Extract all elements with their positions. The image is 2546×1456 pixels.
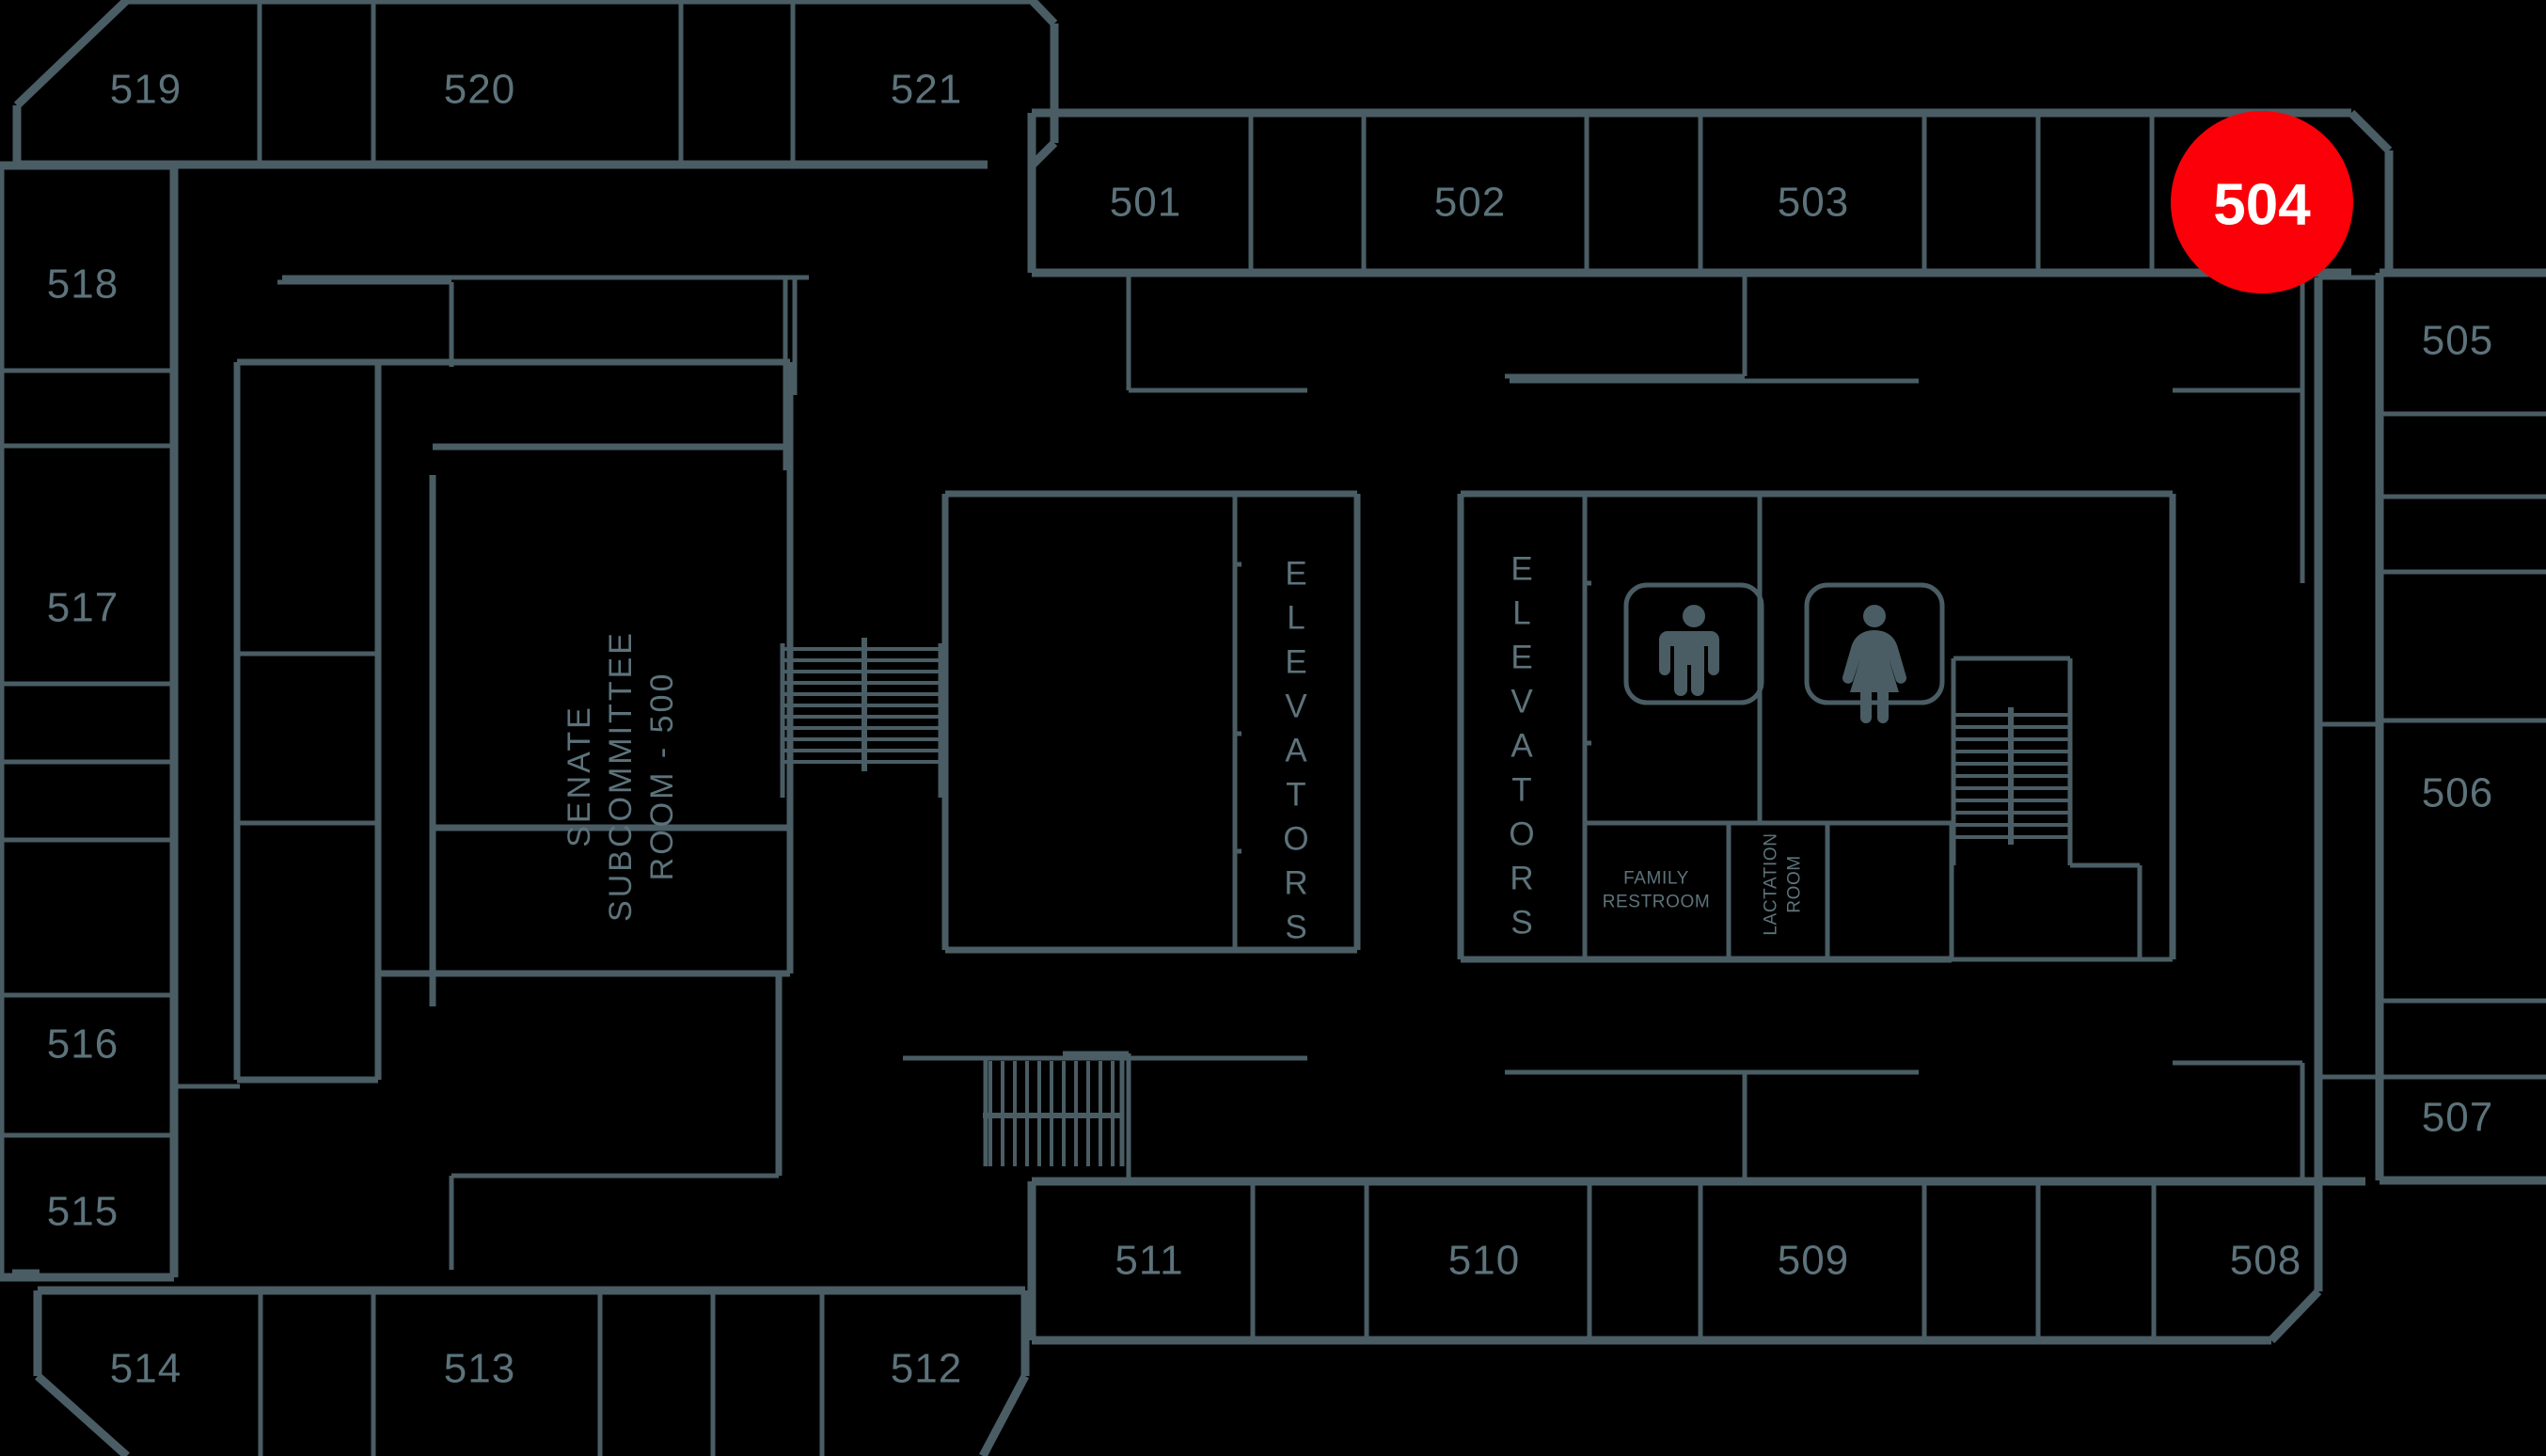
top-left-wing-walls bbox=[12, 0, 1059, 169]
lower-corridor-wall-stubs bbox=[174, 1051, 2305, 1181]
room-label-521: 521 bbox=[891, 67, 962, 113]
room-label-517: 517 bbox=[47, 585, 119, 631]
elevators-left-letter-2: E bbox=[1285, 644, 1306, 681]
right-wing-walls bbox=[2314, 268, 2546, 1185]
family-restroom-line-1: FAMILY bbox=[1623, 869, 1689, 889]
senate-label-line-2: SUBCOMMITTEE bbox=[603, 630, 639, 922]
room-label-512: 512 bbox=[891, 1346, 962, 1392]
room-label-511: 511 bbox=[1115, 1238, 1183, 1284]
room-label-509: 509 bbox=[1778, 1238, 1849, 1284]
senate-label-line-1: SENATE bbox=[561, 704, 597, 847]
room-label-513: 513 bbox=[444, 1346, 515, 1392]
room-label-507: 507 bbox=[2422, 1095, 2493, 1141]
bottom-right-wing-walls bbox=[1027, 1177, 2365, 1345]
room-label-502: 502 bbox=[1434, 180, 1506, 226]
elevators-right-letter-3: V bbox=[1510, 684, 1533, 720]
elevators-right-letter-6: O bbox=[1509, 816, 1534, 853]
elevators-right-label: E L E V A T O R S bbox=[1509, 551, 1534, 942]
top-right-wing-walls bbox=[1027, 108, 2394, 277]
elevators-left-letter-7: R bbox=[1284, 865, 1307, 902]
room-label-505: 505 bbox=[2422, 318, 2493, 364]
stair-bottom bbox=[983, 1057, 1125, 1166]
elevators-left-letter-5: T bbox=[1286, 777, 1305, 814]
stair-right bbox=[1951, 656, 2143, 959]
elevators-left-letter-4: A bbox=[1285, 733, 1307, 769]
room-label-516: 516 bbox=[47, 1021, 119, 1068]
room-label-506: 506 bbox=[2422, 770, 2493, 816]
elevators-right-letter-0: E bbox=[1510, 551, 1532, 588]
room-label-514: 514 bbox=[110, 1346, 182, 1392]
mens-restroom-icon bbox=[1623, 582, 1764, 705]
elevators-left-letter-1: L bbox=[1287, 600, 1305, 637]
elevators-right-letter-2: E bbox=[1510, 640, 1532, 676]
elevators-right-letter-5: T bbox=[1511, 772, 1531, 809]
senate-subcommittee-room-label: SENATE SUBCOMMITTEE ROOM - 500 bbox=[561, 630, 680, 922]
room-label-519: 519 bbox=[110, 67, 182, 113]
elevators-left-letter-3: V bbox=[1285, 688, 1307, 725]
room-number-labels: 519 520 521 501 502 503 518 517 516 515 … bbox=[47, 67, 2493, 1392]
womens-restroom-icon bbox=[1804, 582, 1945, 723]
stair-senate bbox=[780, 638, 943, 798]
left-elevator-core bbox=[941, 490, 1361, 954]
room-label-501: 501 bbox=[1110, 180, 1181, 226]
room-label-515: 515 bbox=[47, 1189, 119, 1235]
elevators-left-letter-8: S bbox=[1285, 910, 1306, 946]
room-label-510: 510 bbox=[1448, 1238, 1520, 1284]
senate-label-line-3: ROOM - 500 bbox=[644, 672, 680, 881]
room-label-508: 508 bbox=[2230, 1238, 2301, 1284]
elevators-right-letter-1: L bbox=[1512, 595, 1530, 632]
family-restroom-line-2: RESTROOM bbox=[1603, 893, 1711, 912]
highlight-circle[interactable] bbox=[2171, 111, 2353, 293]
family-restroom-label: FAMILY RESTROOM bbox=[1603, 869, 1711, 912]
elevators-right-letter-7: R bbox=[1510, 861, 1533, 897]
left-wing-walls bbox=[0, 161, 179, 1282]
room-label-503: 503 bbox=[1778, 180, 1849, 226]
lactation-room-line-1: LACTATION bbox=[1762, 832, 1781, 935]
elevators-left-letter-6: O bbox=[1283, 821, 1308, 858]
lactation-room-line-2: ROOM bbox=[1785, 855, 1805, 913]
elevators-right-letter-8: S bbox=[1510, 905, 1532, 942]
room-label-520: 520 bbox=[444, 67, 515, 113]
elevators-left-letter-0: E bbox=[1285, 556, 1306, 593]
highlight-label: 504 bbox=[2213, 173, 2311, 238]
elevators-right-letter-4: A bbox=[1510, 728, 1533, 765]
room-label-518: 518 bbox=[47, 261, 119, 308]
lactation-room-label: LACTATION ROOM bbox=[1762, 832, 1805, 935]
elevators-left-label: E L E V A T O R S bbox=[1283, 556, 1308, 946]
senate-subcommittee-room-walls bbox=[233, 277, 794, 1270]
bottom-left-wing-walls bbox=[12, 1269, 1030, 1456]
corridor-wall-stubs bbox=[282, 273, 2305, 583]
room-504-highlight-marker[interactable]: 504 bbox=[2171, 111, 2353, 293]
